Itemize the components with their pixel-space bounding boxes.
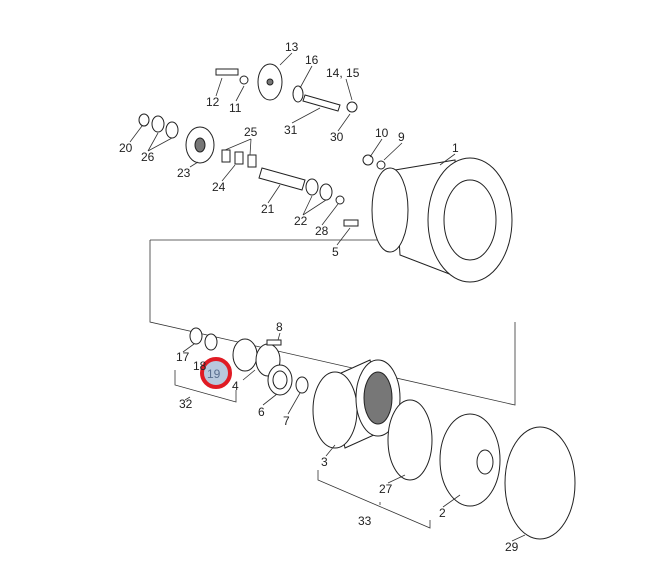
- label-28[interactable]: 28: [315, 224, 329, 238]
- part-5-bolt[interactable]: [343, 219, 359, 227]
- label-5[interactable]: 5: [332, 245, 339, 259]
- part-1-housing[interactable]: [371, 157, 513, 283]
- leader-lines: [129, 52, 526, 542]
- label-17[interactable]: 17: [176, 350, 190, 364]
- label-13[interactable]: 13: [285, 40, 299, 54]
- part-18-ring[interactable]: [204, 333, 218, 351]
- part-26-rings[interactable]: [151, 115, 179, 139]
- label-29[interactable]: 29: [505, 540, 519, 554]
- part-11-washer[interactable]: [239, 75, 249, 85]
- part-12-bolt[interactable]: [215, 68, 239, 76]
- label-19[interactable]: 19: [207, 367, 221, 381]
- part-3-drum[interactable]: [312, 359, 401, 449]
- part-31-pin[interactable]: [302, 94, 341, 112]
- label-14-15[interactable]: 14, 15: [326, 66, 360, 80]
- part-27-snap-ring[interactable]: [387, 399, 433, 481]
- label-12[interactable]: 12: [206, 95, 220, 109]
- label-3[interactable]: 3: [321, 455, 328, 469]
- part-28-ring[interactable]: [335, 195, 345, 205]
- part-21-shaft[interactable]: [258, 167, 306, 191]
- assembly-frame: [149, 239, 516, 406]
- part-22-rings[interactable]: [305, 178, 333, 201]
- part-29-seal-ring[interactable]: [504, 426, 576, 540]
- part-17-ring[interactable]: [189, 327, 203, 345]
- part-6-bearing[interactable]: [267, 364, 293, 396]
- label-2[interactable]: 2: [439, 506, 446, 520]
- label-8[interactable]: 8: [276, 320, 283, 334]
- label-10[interactable]: 10: [375, 126, 389, 140]
- part-7-ring[interactable]: [295, 376, 309, 394]
- part-24-bearings[interactable]: [221, 149, 257, 168]
- part-30-ring[interactable]: [346, 101, 358, 113]
- label-25[interactable]: 25: [244, 125, 258, 139]
- label-1[interactable]: 1: [452, 141, 459, 155]
- label-20[interactable]: 20: [119, 141, 133, 155]
- part-2-cover[interactable]: [439, 413, 501, 507]
- label-7[interactable]: 7: [283, 414, 290, 428]
- part-23-gear[interactable]: [185, 126, 215, 164]
- label-11[interactable]: 11: [229, 101, 242, 115]
- part-13-plate[interactable]: [257, 63, 283, 101]
- label-23[interactable]: 23: [177, 166, 191, 180]
- part-16-washer[interactable]: [292, 85, 304, 103]
- label-22[interactable]: 22: [294, 214, 308, 228]
- part-10-screw[interactable]: [362, 154, 374, 166]
- label-33[interactable]: 33: [358, 514, 372, 528]
- part-9-washer[interactable]: [376, 160, 386, 170]
- highlight-marker-19[interactable]: [200, 357, 232, 389]
- label-32[interactable]: 32: [179, 397, 193, 411]
- label-27[interactable]: 27: [379, 482, 393, 496]
- label-9[interactable]: 9: [398, 130, 405, 144]
- label-18[interactable]: 18: [193, 359, 207, 373]
- label-26[interactable]: 26: [141, 150, 155, 164]
- part-20-washer[interactable]: [138, 113, 150, 127]
- label-4[interactable]: 4: [232, 379, 239, 393]
- label-30[interactable]: 30: [330, 130, 344, 144]
- label-24[interactable]: 24: [212, 180, 226, 194]
- label-6[interactable]: 6: [258, 405, 265, 419]
- label-31[interactable]: 31: [284, 123, 298, 137]
- part-8-pin[interactable]: [266, 339, 282, 346]
- label-21[interactable]: 21: [261, 202, 275, 216]
- label-16[interactable]: 16: [305, 53, 319, 67]
